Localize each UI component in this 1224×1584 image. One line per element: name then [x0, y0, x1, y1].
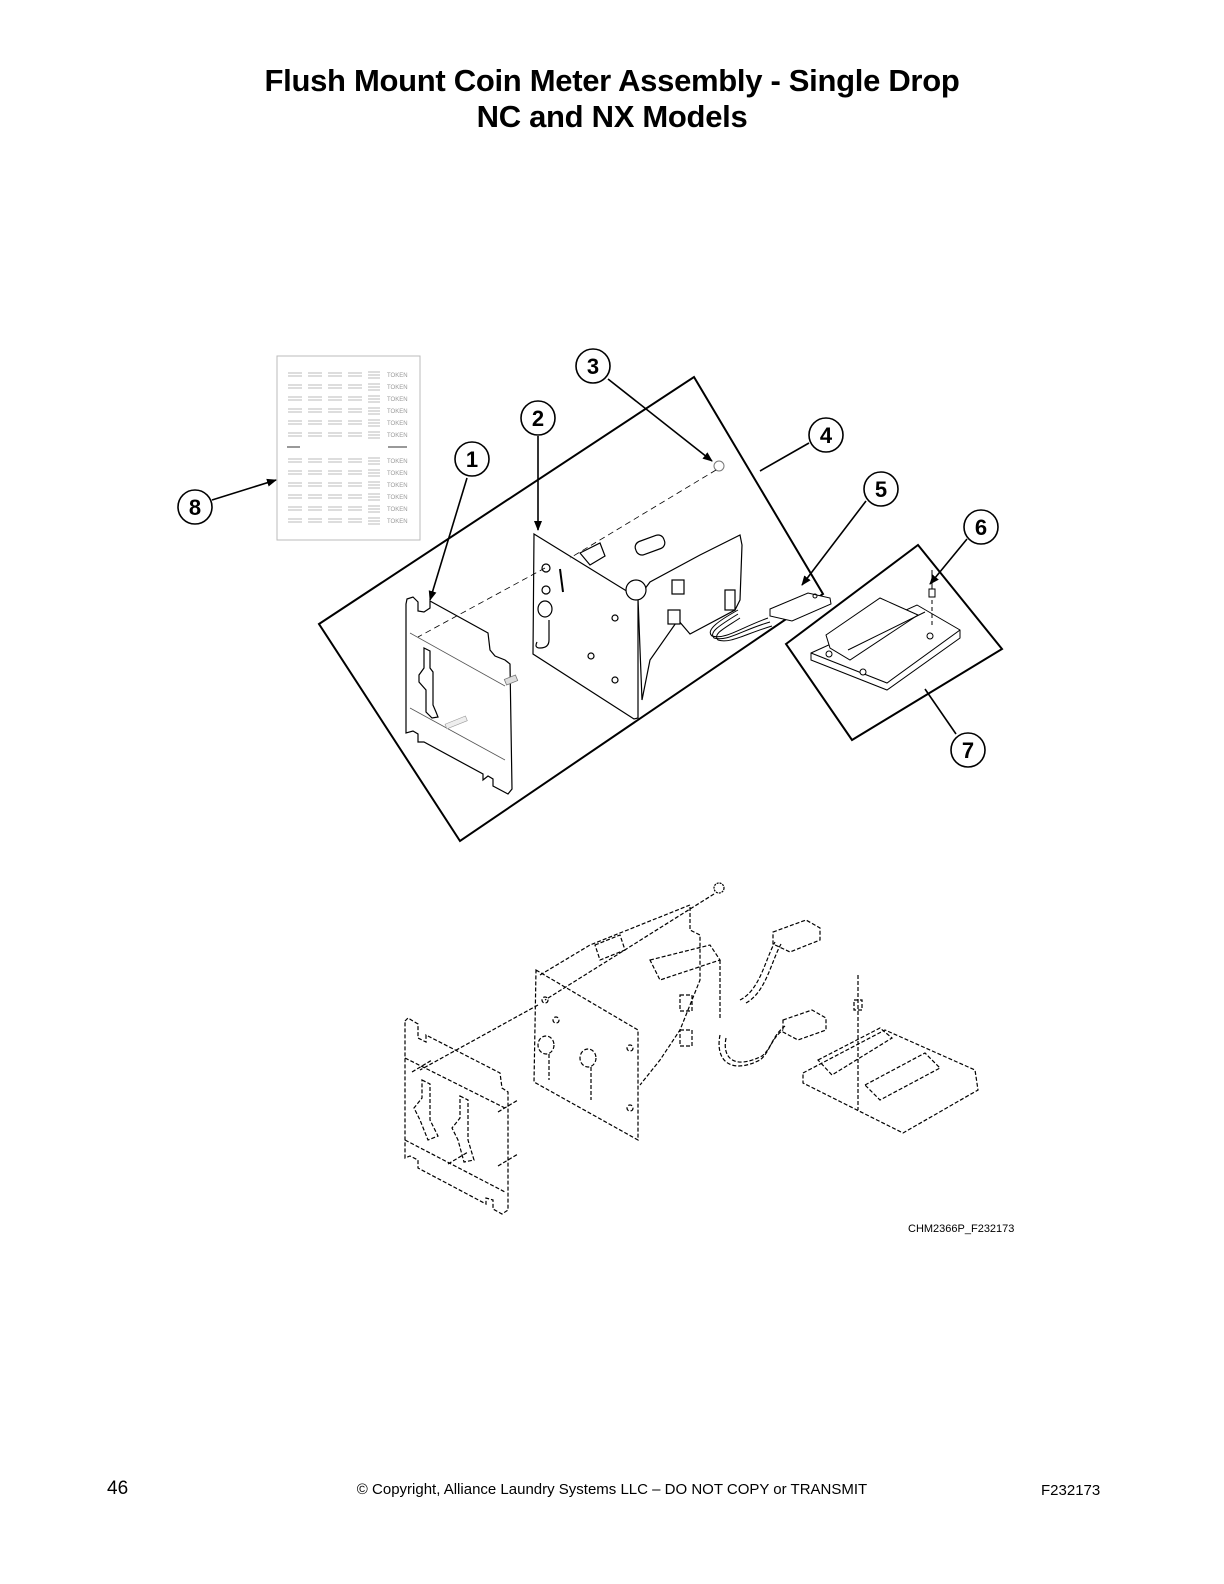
phantom-assembly-view — [404, 882, 979, 1215]
callout-6: 6 — [963, 509, 999, 545]
connector — [709, 592, 832, 642]
token-labels: TOKEN TOKEN TOKEN TOKEN TOKEN TOKEN TOKE… — [387, 373, 408, 525]
svg-text:TOKEN: TOKEN — [387, 385, 408, 391]
svg-text:TOKEN: TOKEN — [387, 397, 408, 403]
coin-meter-assembly-outline — [317, 375, 825, 843]
leader-lines — [211, 378, 968, 735]
svg-text:TOKEN: TOKEN — [387, 421, 408, 427]
svg-text:3: 3 — [587, 354, 599, 379]
svg-text:TOKEN: TOKEN — [387, 471, 408, 477]
svg-text:TOKEN: TOKEN — [387, 483, 408, 489]
svg-text:TOKEN: TOKEN — [387, 507, 408, 513]
svg-text:TOKEN: TOKEN — [387, 459, 408, 465]
figure-id: CHM2366P_F232173 — [908, 1223, 1015, 1235]
svg-text:4: 4 — [820, 423, 833, 448]
page-title-line-1: Flush Mount Coin Meter Assembly - Single… — [264, 63, 960, 98]
coin-chute-assembly-outline — [784, 543, 1004, 742]
copyright-notice: © Copyright, Alliance Laundry Systems LL… — [356, 1481, 868, 1498]
svg-text:7: 7 — [962, 738, 974, 763]
token-label-sheet: TOKEN TOKEN TOKEN TOKEN TOKEN TOKEN TOKE… — [276, 355, 421, 541]
callout-4: 4 — [808, 417, 844, 453]
svg-text:8: 8 — [189, 495, 201, 520]
svg-text:5: 5 — [875, 477, 887, 502]
svg-text:TOKEN: TOKEN — [387, 373, 408, 379]
svg-text:1: 1 — [466, 447, 478, 472]
label-rows-top — [288, 371, 380, 439]
coin-meter-plate — [532, 532, 743, 720]
callout-7: 7 — [950, 732, 986, 768]
callout-5: 5 — [863, 471, 899, 507]
callout-2: 2 — [520, 400, 556, 436]
page-title-line-2: NC and NX Models — [476, 99, 748, 134]
svg-text:TOKEN: TOKEN — [387, 519, 408, 525]
label-rows-bottom — [288, 457, 380, 525]
callout-8: 8 — [177, 489, 213, 525]
svg-text:2: 2 — [532, 406, 544, 431]
callout-3: 3 — [575, 348, 611, 384]
svg-text:TOKEN: TOKEN — [387, 495, 408, 501]
svg-text:TOKEN: TOKEN — [387, 433, 408, 439]
page-number: 46 — [107, 1478, 129, 1499]
callout-1: 1 — [454, 441, 490, 477]
coin-chute — [810, 597, 961, 691]
nut — [713, 460, 725, 472]
svg-text:TOKEN: TOKEN — [387, 409, 408, 415]
svg-text:6: 6 — [975, 515, 987, 540]
front-plate — [405, 596, 519, 795]
document-code: F232173 — [1041, 1482, 1101, 1499]
